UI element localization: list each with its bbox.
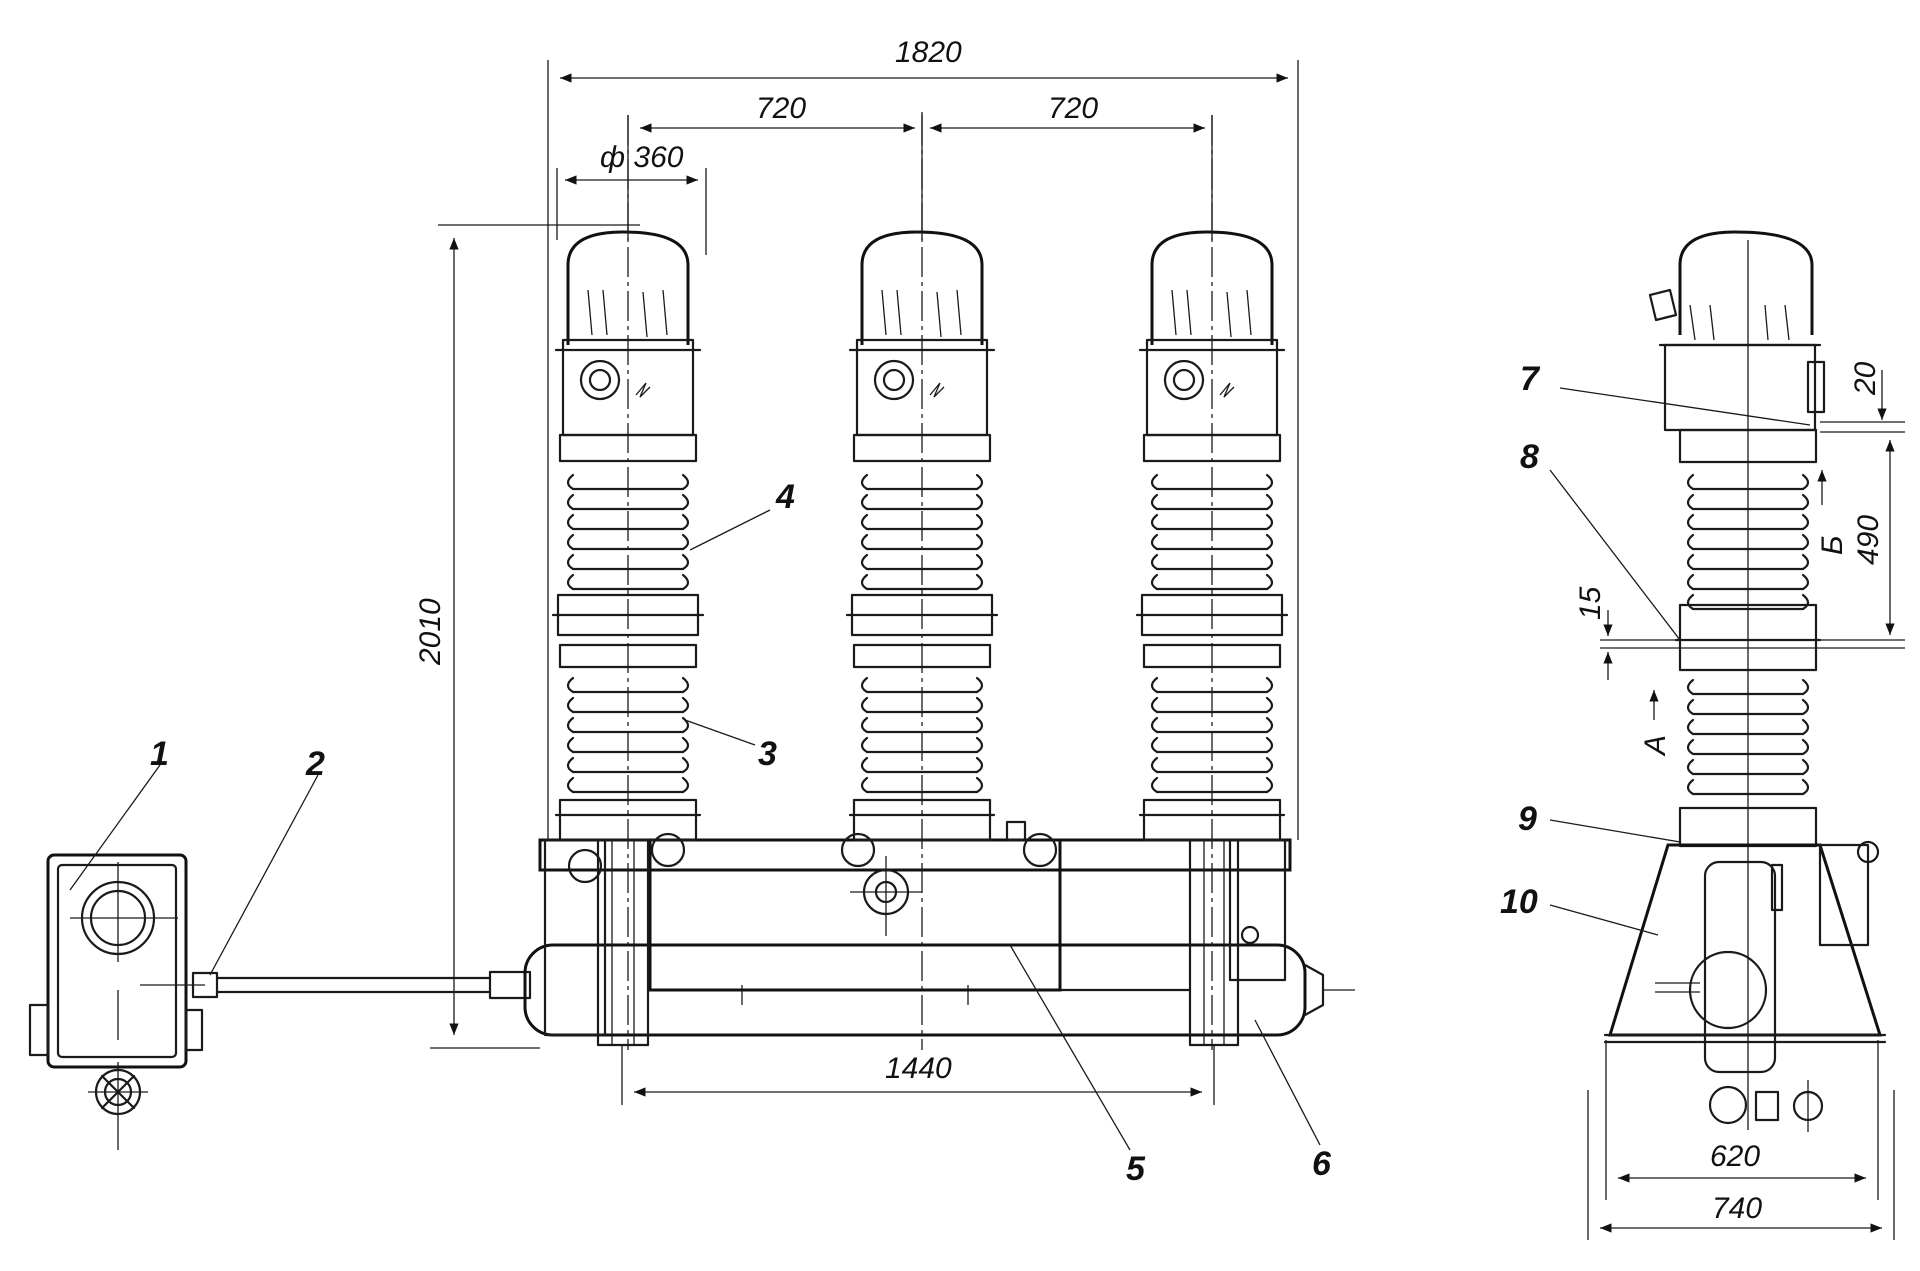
side-view: 20 490 15 620 740 Б А 7 8 [1500,230,1905,1240]
callout-9: 9 [1518,800,1537,838]
pole-3 [1135,115,1289,1050]
callout-1: 1 [150,735,169,773]
dim-height: 2010 [414,224,640,1049]
callout-5: 5 [1126,1150,1146,1188]
view-arrow-b: Б [1816,535,1849,555]
dim-15-label: 15 [1574,586,1607,620]
pole-1 [551,115,705,1050]
dim-740-label: 740 [1712,1192,1762,1225]
drive-cabinet [28,853,205,1150]
pole-2 [845,115,999,1050]
dim-overall-width: 1820 [547,36,1299,840]
poles [551,115,1289,1050]
dim-1820-label: 1820 [895,36,962,69]
front-view: 1820 720 720 ф 360 2010 [28,36,1355,1188]
dim-1440-label: 1440 [885,1052,952,1085]
dim-2010-label: 2010 [414,598,447,666]
drive-shaft [191,970,532,1000]
dim-490-label: 490 [1852,515,1885,565]
dim-720-left-label: 720 [756,92,806,125]
mechanism-box [538,820,1292,1037]
callout-10: 10 [1500,883,1538,921]
dim-720-right-label: 720 [1048,92,1098,125]
front-callouts: 1 2 3 4 5 6 [69,478,1332,1188]
callout-4: 4 [775,478,795,516]
side-callouts: 7 8 9 10 [1500,360,1811,936]
callout-7: 7 [1520,360,1541,398]
dim-20-label: 20 [1849,361,1882,396]
dim-620-label: 620 [1710,1140,1760,1173]
callout-2: 2 [305,745,325,783]
dim-diameter: ф 360 [556,141,707,255]
callout-3: 3 [758,735,777,773]
callout-6: 6 [1312,1145,1332,1183]
side-dimensions: 20 490 15 620 740 Б А [1574,361,1905,1240]
view-arrow-a: А [1639,735,1672,757]
dim-pole-spacing: 720 720 [627,92,1213,240]
callout-8: 8 [1520,438,1539,476]
dim-base-span: 1440 [621,1045,1215,1105]
dim-360-label: ф 360 [600,141,684,174]
